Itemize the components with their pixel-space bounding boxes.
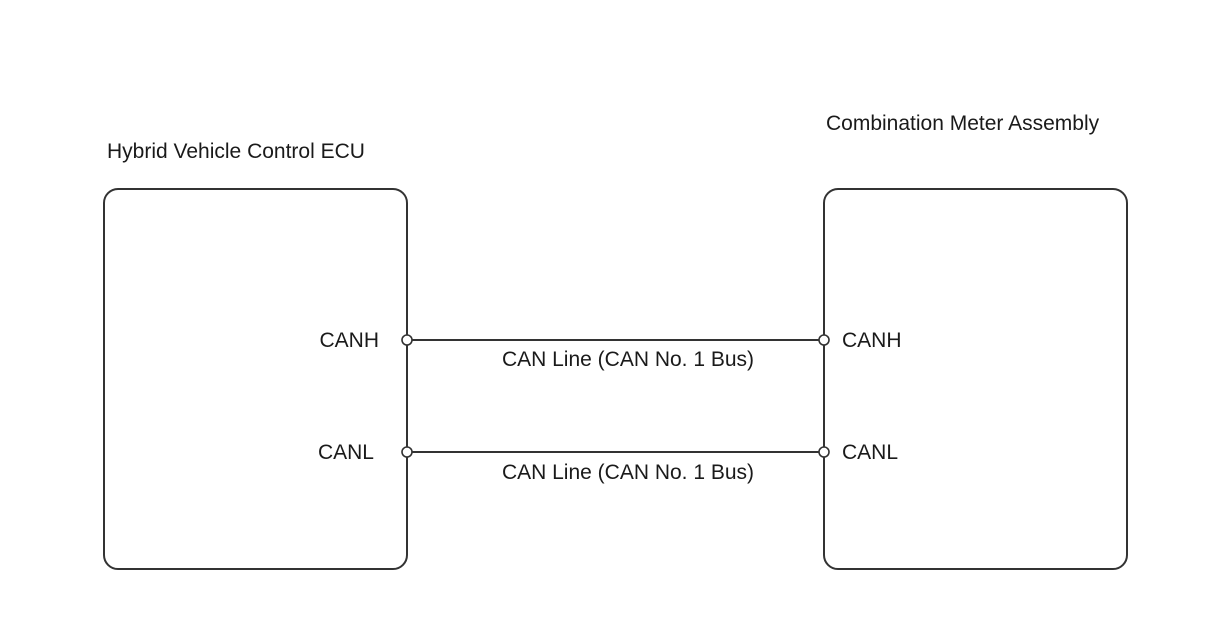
right-pin-label-canh: CANH — [842, 329, 902, 352]
right-canl-terminal-icon — [818, 446, 830, 458]
left-pin-label-canl: CANL — [318, 441, 374, 464]
left-canl-terminal-icon — [401, 446, 413, 458]
left-component-title: Hybrid Vehicle Control ECU — [107, 140, 365, 163]
canh-wire-label: CAN Line (CAN No. 1 Bus) — [502, 348, 754, 371]
left-pin-label-canh: CANH — [319, 329, 379, 352]
combination-meter-box — [823, 188, 1128, 570]
right-component-title: Combination Meter Assembly — [826, 112, 1100, 135]
hybrid-ecu-box — [103, 188, 408, 570]
right-canh-terminal-icon — [818, 334, 830, 346]
canl-wire-label: CAN Line (CAN No. 1 Bus) — [502, 461, 754, 484]
left-canh-terminal-icon — [401, 334, 413, 346]
right-pin-label-canl: CANL — [842, 441, 898, 464]
